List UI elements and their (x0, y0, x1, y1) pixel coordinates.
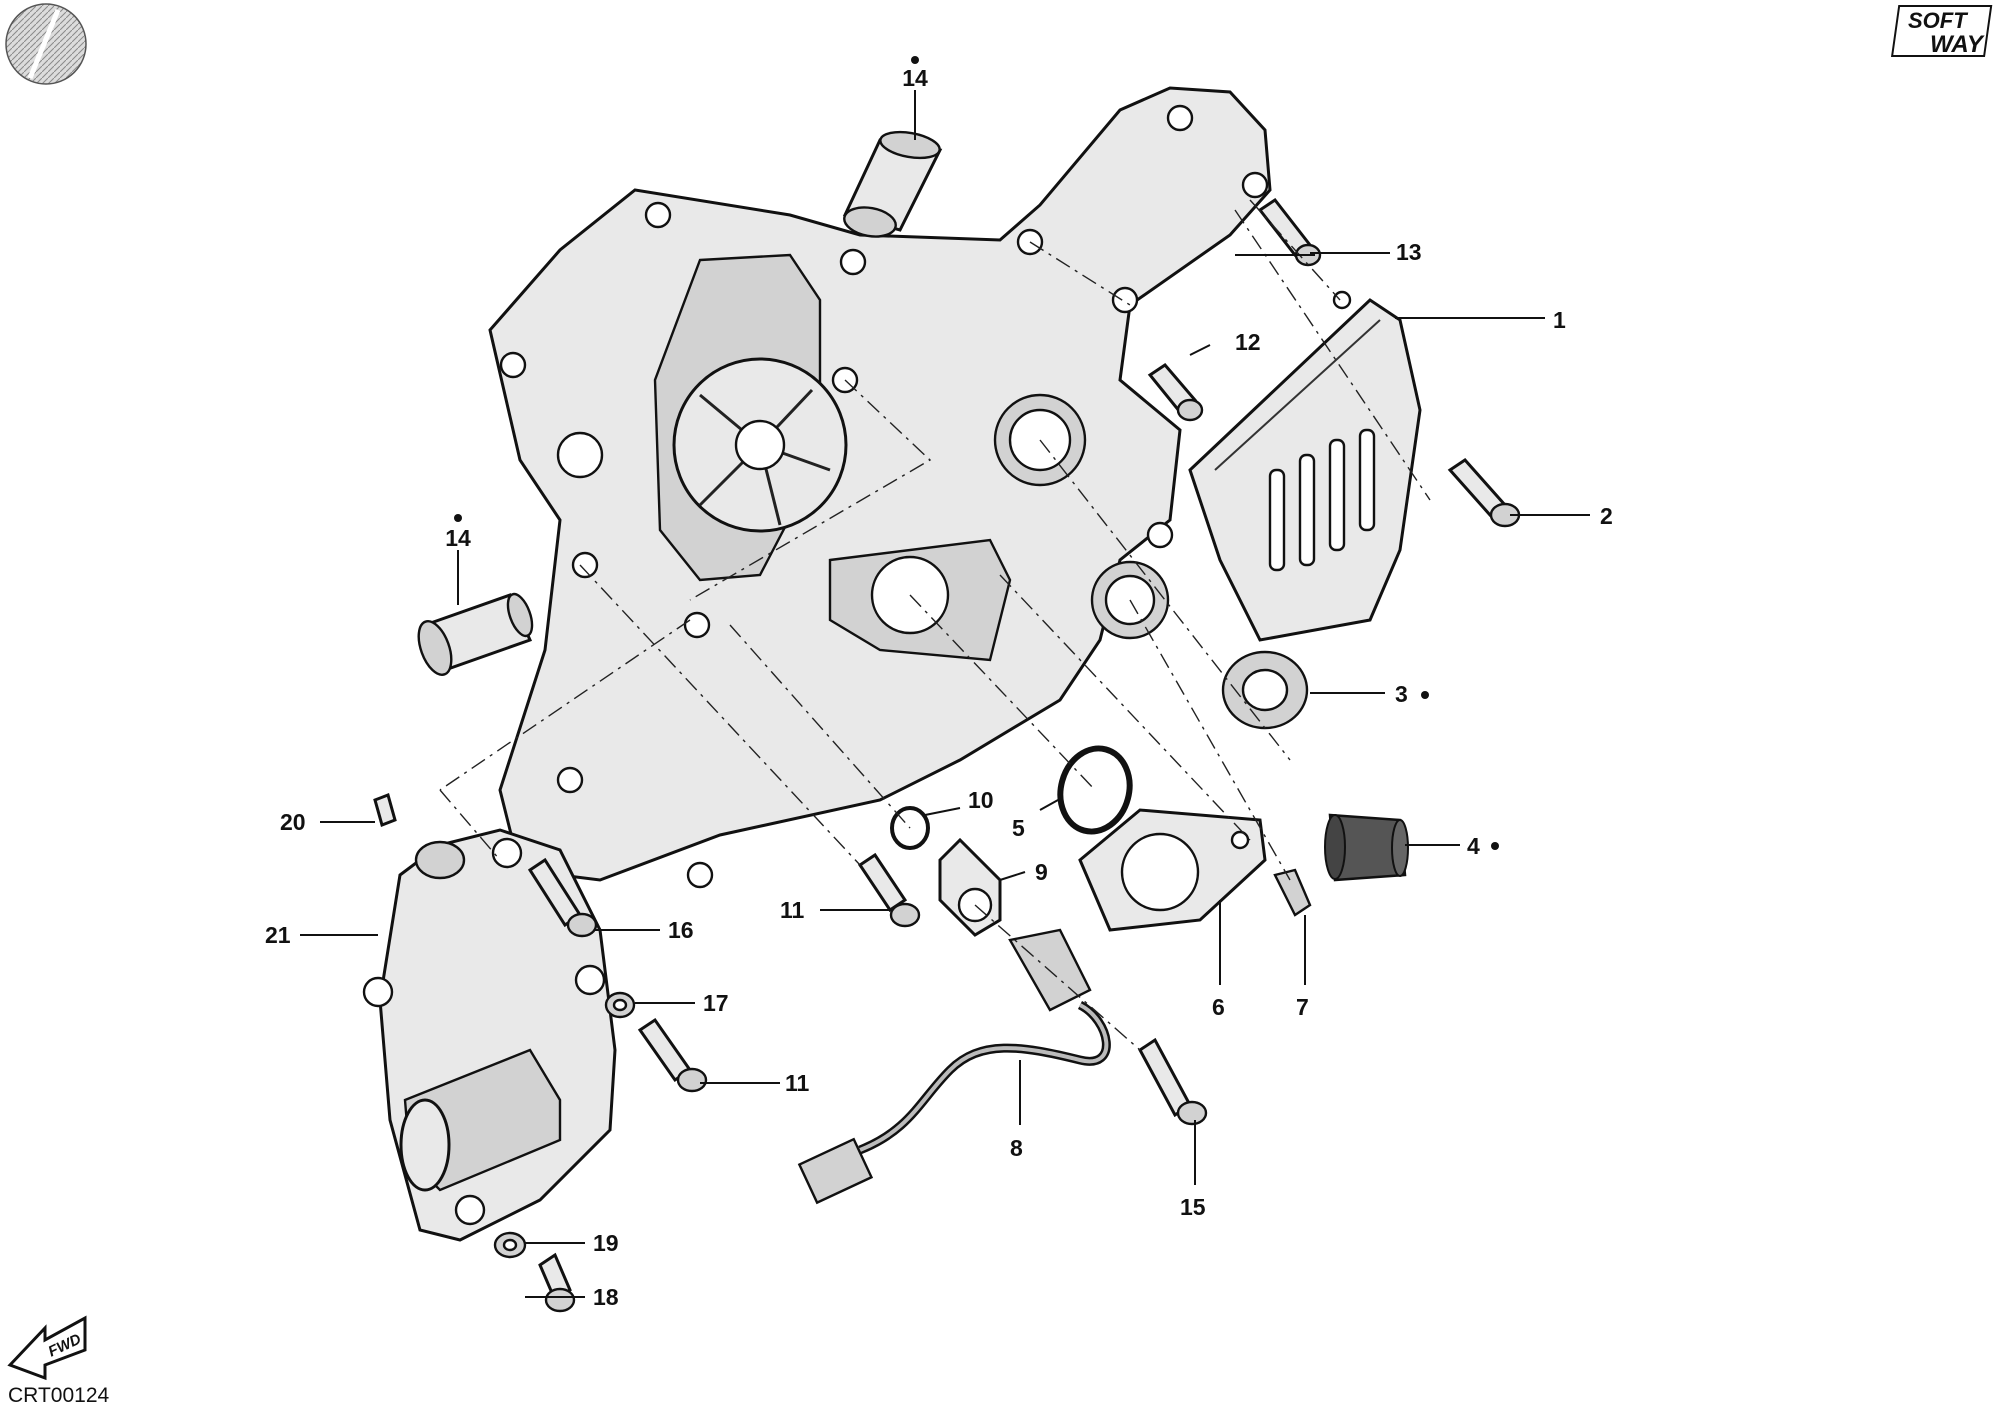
crankcase-cover (488, 86, 1272, 889)
callout-18: 18 (593, 1284, 619, 1310)
softway-logo: SOFT WAY (1890, 5, 1993, 58)
callout-6: 6 (1212, 994, 1225, 1020)
callout-13: 13 (1396, 239, 1422, 265)
ring-10 (890, 806, 930, 850)
callout-14-upper: 14 (902, 65, 928, 91)
plug-14-upper (842, 130, 943, 238)
callout-16: 16 (668, 917, 694, 943)
svg-text:SOFT: SOFT (1908, 8, 1968, 33)
callout-11-center: 11 (780, 897, 805, 923)
callout-14-left: 14 (445, 525, 471, 551)
oil-seal-3 (1221, 650, 1309, 730)
callout-10: 10 (968, 787, 994, 813)
water-pump-impeller (672, 357, 848, 533)
callout-labels: 14 14 13 12 1 2 3 4 5 6 7 8 9 10 11 11 1… (265, 56, 1613, 1310)
corner-logo-icon (5, 3, 87, 85)
callout-9: 9 (1035, 859, 1048, 885)
callout-15: 15 (1180, 1194, 1206, 1220)
callout-3: 3 (1395, 681, 1408, 707)
o-ring-5 (1057, 745, 1133, 835)
callout-7: 7 (1296, 994, 1309, 1020)
callout-5: 5 (1012, 815, 1025, 841)
gasket-9 (938, 837, 1002, 937)
callout-1: 1 (1553, 307, 1566, 333)
cover-plate-6 (1078, 808, 1267, 932)
sensor-8 (797, 928, 1111, 1205)
callout-4: 4 (1467, 833, 1480, 859)
screw-7 (1273, 868, 1312, 917)
callout-19: 19 (593, 1230, 619, 1256)
callout-11-lower: 11 (785, 1070, 810, 1096)
drawing-code: CRT00124 (8, 1384, 109, 1407)
bolts (373, 197, 1521, 1313)
callout-12: 12 (1235, 329, 1261, 355)
alignment-lines (439, 199, 1431, 1051)
water-pump-cover (362, 828, 617, 1242)
plug-14-left (417, 592, 534, 676)
callout-20: 20 (280, 809, 306, 835)
svg-text:WAY: WAY (1930, 31, 1985, 58)
sprocket-cover (1188, 290, 1422, 642)
rubber-plug-4 (1324, 813, 1409, 882)
fwd-arrow-icon: FWD (7, 1315, 87, 1381)
callout-leaders (300, 90, 1590, 1298)
cover-bolt-holes (499, 104, 1269, 889)
callout-2: 2 (1600, 503, 1613, 529)
callout-8: 8 (1010, 1135, 1023, 1161)
callout-17: 17 (703, 990, 729, 1016)
callout-21: 21 (265, 922, 291, 948)
